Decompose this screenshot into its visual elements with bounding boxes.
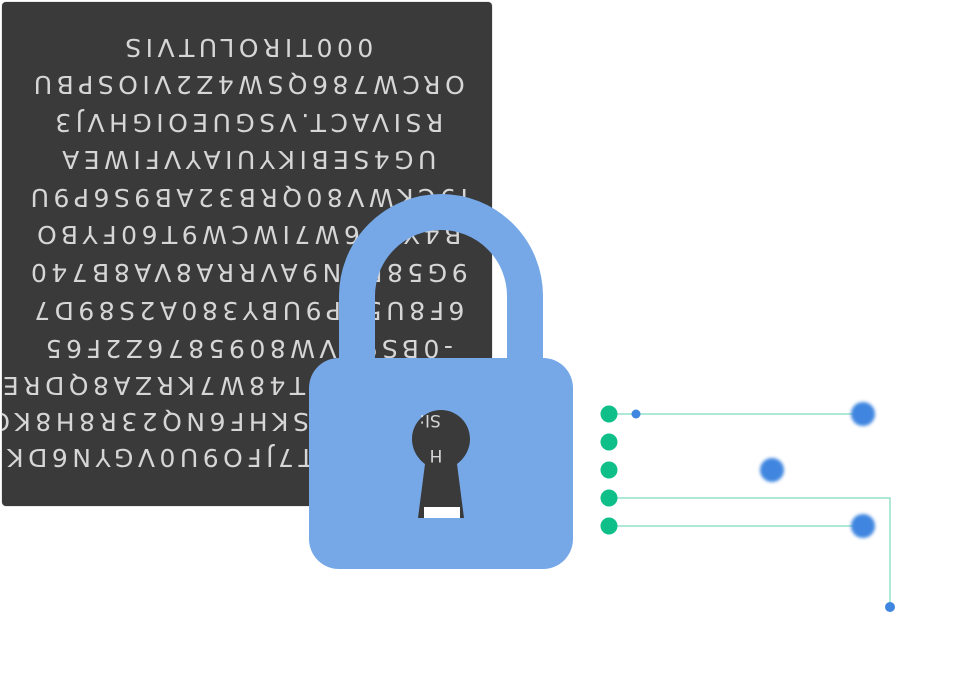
keyhole-icon: SI: H xyxy=(412,410,470,518)
signal-glows xyxy=(631,402,895,612)
signal-glow xyxy=(851,514,875,538)
padlock-icon: SI: H xyxy=(309,194,573,569)
circuit-node xyxy=(600,517,618,535)
signal-dot xyxy=(631,409,641,419)
svg-text:H: H xyxy=(430,445,443,465)
signal-dot xyxy=(885,602,895,612)
circuit-nodes xyxy=(600,405,618,535)
circuit-node xyxy=(600,489,618,507)
svg-text:SI:: SI: xyxy=(419,410,441,430)
circuit-node xyxy=(600,433,618,451)
circuit-node xyxy=(600,405,618,423)
padlock-shackle xyxy=(339,194,543,366)
signal-glow xyxy=(851,402,875,426)
circuit-node xyxy=(600,461,618,479)
signal-glow xyxy=(760,458,784,482)
